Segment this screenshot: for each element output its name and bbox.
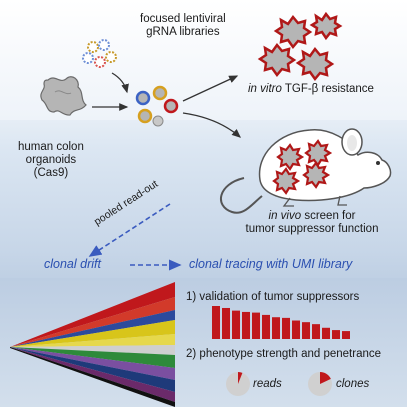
in-vivo-arrow [182,112,241,138]
in-vivo-label: in vivo screen for tumor suppressor func… [245,210,379,235]
in-vitro-label: in vitro TGF-β resistance [248,83,374,95]
mouse-icon [220,128,392,214]
bar [232,310,240,339]
bar [342,331,350,339]
bar [302,322,310,339]
bar [252,312,260,339]
reads-label: reads [253,378,282,390]
bar [322,327,330,339]
clonal-tracing-label: clonal tracing with UMI library [189,257,353,271]
in-vitro-arrow [182,75,239,102]
bar [312,324,320,339]
clones-label: clones [336,378,370,390]
bar [332,330,340,339]
bar [212,306,220,339]
bar [222,307,230,339]
organoid-icon [40,76,87,116]
bar [262,314,270,339]
clonal-fan-plot [10,282,175,407]
bar [282,317,290,339]
resistant-organoids-icon [257,11,343,82]
bar [292,320,300,339]
grna-library-icon [82,39,117,68]
bar [272,317,280,339]
tumor-suppressor-bar-chart [212,306,350,339]
transduced-organoids-icon [135,85,179,127]
validation-label: 1) validation of tumor suppressors [186,291,360,303]
bar [242,311,250,339]
pie-slice-clones [320,372,331,384]
library-arrow [111,72,129,94]
clonal-drift-label: clonal drift [44,257,101,271]
phenotype-label: 2) phenotype strength and penetrance [186,348,382,360]
penetrance-pies [226,372,332,396]
pie-slice-reads [238,372,243,384]
